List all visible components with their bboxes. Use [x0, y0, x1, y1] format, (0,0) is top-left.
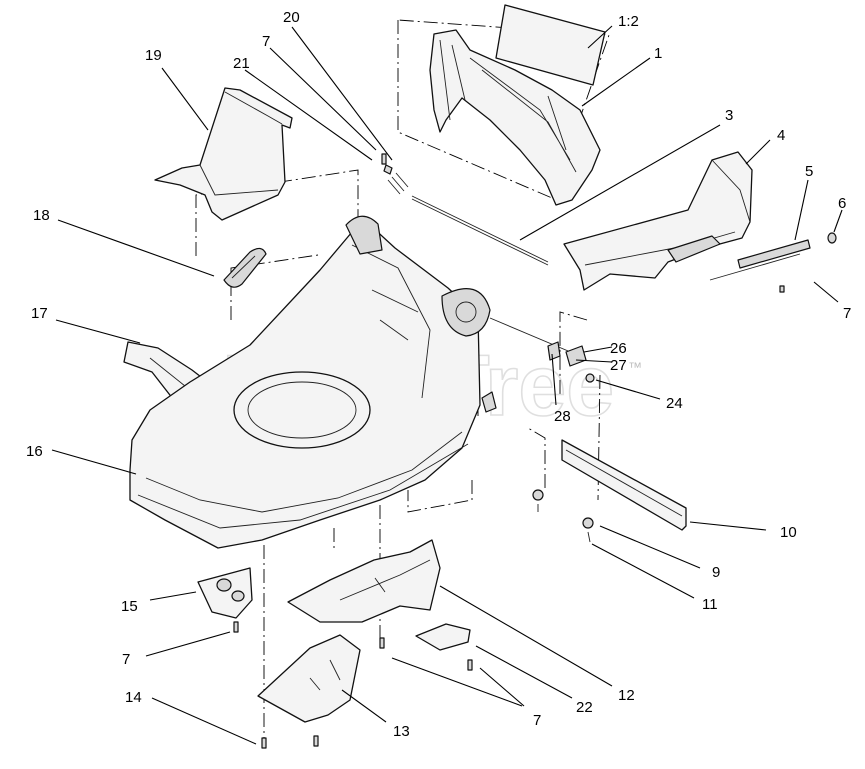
grommet-part-18	[223, 247, 267, 288]
callout-14: 14	[125, 689, 142, 706]
rod-part-3	[411, 195, 549, 266]
callout-5: 5	[805, 163, 813, 180]
shaft-assembly-parts-24-28	[481, 317, 595, 413]
callout-21: 21	[233, 55, 250, 72]
callout-4: 4	[777, 127, 785, 144]
baffle-part-19	[154, 87, 293, 221]
callout-7: 7	[122, 651, 130, 668]
nuts-parts-9-11	[532, 489, 594, 543]
skirt-panel-part-10	[561, 439, 687, 531]
callout-1: 1	[654, 45, 662, 62]
hinge-rod-part-5	[709, 239, 811, 281]
deflector-part-13	[257, 634, 361, 723]
callout-10: 10	[780, 524, 797, 541]
washer-part-6	[827, 232, 837, 244]
callout-labels: 1 1:2 3 4 5 6 7 7 7 7 9 10 11 12 13 14 1…	[26, 9, 851, 740]
callout-7: 7	[262, 33, 270, 50]
callout-13: 13	[393, 723, 410, 740]
callout-6: 6	[838, 195, 846, 212]
spring-part-20	[383, 164, 409, 195]
callout-3: 3	[725, 107, 733, 124]
callout-19: 19	[145, 47, 162, 64]
callout-24: 24	[666, 395, 683, 412]
callout-18: 18	[33, 207, 50, 224]
screws	[233, 153, 785, 749]
callout-16: 16	[26, 443, 43, 460]
bracket-part-15	[197, 567, 253, 619]
watermark-trademark: ™	[628, 359, 642, 375]
callout-20: 20	[283, 9, 300, 26]
deck-housing-part-16	[129, 215, 491, 549]
callout-12: 12	[618, 687, 635, 704]
callout-15: 15	[121, 598, 138, 615]
callout-22: 22	[576, 699, 593, 716]
callout-28: 28	[554, 408, 571, 425]
leader-lines	[51, 25, 843, 745]
decal-part-1-2	[495, 4, 606, 86]
mulch-plug-part-12	[287, 539, 441, 623]
callout-11: 11	[702, 596, 718, 613]
callout-7: 7	[843, 305, 851, 322]
clip-part-22	[415, 623, 471, 651]
callout-17: 17	[31, 305, 48, 322]
callout-7: 7	[533, 712, 541, 729]
rear-flap-part-4	[563, 151, 753, 291]
callout-9: 9	[712, 564, 720, 581]
callout-27: 27	[610, 357, 627, 374]
rear-cover-part-1	[429, 29, 601, 206]
callout-1-2: 1:2	[618, 13, 639, 30]
callout-26: 26	[610, 340, 627, 357]
